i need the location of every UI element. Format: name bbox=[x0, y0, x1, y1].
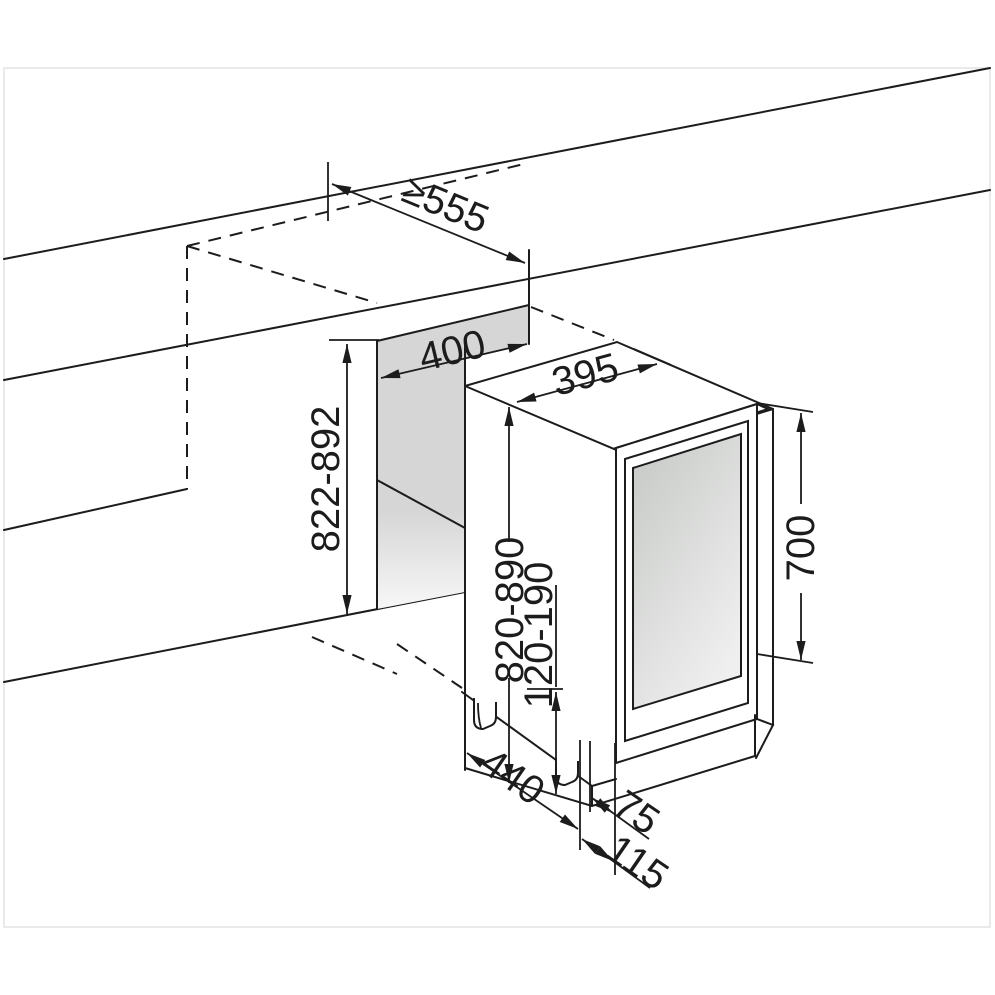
unit-height-dimension: 820-890 bbox=[488, 407, 532, 783]
niche-height-dimension: 822-892 bbox=[304, 339, 379, 614]
plinth-height-dimension: 120-190 bbox=[517, 562, 563, 794]
leveling-foot-front bbox=[555, 758, 579, 787]
front-offset-label: 115 bbox=[599, 827, 676, 899]
plinth-height-label: 120-190 bbox=[517, 562, 561, 709]
front-offset-dimension: 115 bbox=[581, 827, 676, 899]
extension-lines bbox=[579, 740, 616, 875]
leveling-foot-rear bbox=[473, 698, 497, 731]
niche-height-label: 822-892 bbox=[304, 406, 348, 553]
unit-height-label: 820-890 bbox=[488, 537, 532, 684]
niche-depth-dimension: ≥555 bbox=[327, 162, 526, 264]
hidden-niche-outline bbox=[186, 162, 615, 689]
glass-door bbox=[615, 402, 758, 765]
cabinet-floor-lines bbox=[3, 488, 466, 683]
page-border bbox=[3, 67, 991, 928]
door-glass-panel bbox=[632, 432, 742, 711]
door-height-dimension: 700 bbox=[756, 402, 823, 664]
appliance-unit bbox=[461, 340, 775, 808]
door-height-label: 700 bbox=[779, 515, 823, 582]
leveling-foot-rear-detail bbox=[477, 702, 482, 729]
worktop-lines bbox=[3, 67, 991, 381]
niche-back-panel bbox=[376, 249, 530, 610]
